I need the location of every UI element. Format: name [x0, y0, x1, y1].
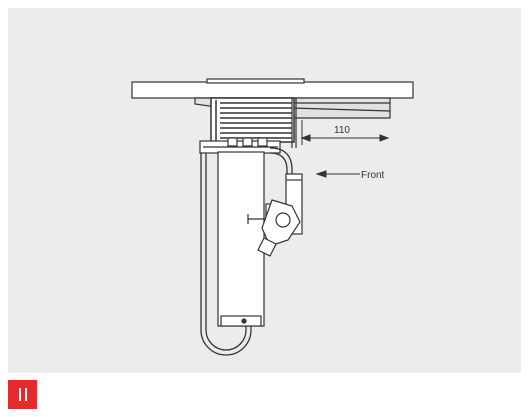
- dimension-label: 110: [334, 125, 350, 136]
- mounting-plate: [131, 78, 414, 99]
- heatsink: [210, 97, 295, 143]
- support-bracket: [291, 98, 297, 148]
- badge-bar: [24, 388, 27, 401]
- cable-loop: [200, 153, 252, 356]
- page-badge: [8, 380, 37, 409]
- fixture-body: [217, 151, 265, 327]
- front-arrow: Front: [315, 170, 385, 181]
- spotlight-head: [247, 199, 301, 257]
- mounting-clips: [199, 137, 281, 154]
- driver-cable: [269, 147, 293, 175]
- badge-bar: [18, 388, 21, 401]
- front-label: Front: [361, 170, 385, 181]
- dimension-110: 110: [300, 120, 390, 145]
